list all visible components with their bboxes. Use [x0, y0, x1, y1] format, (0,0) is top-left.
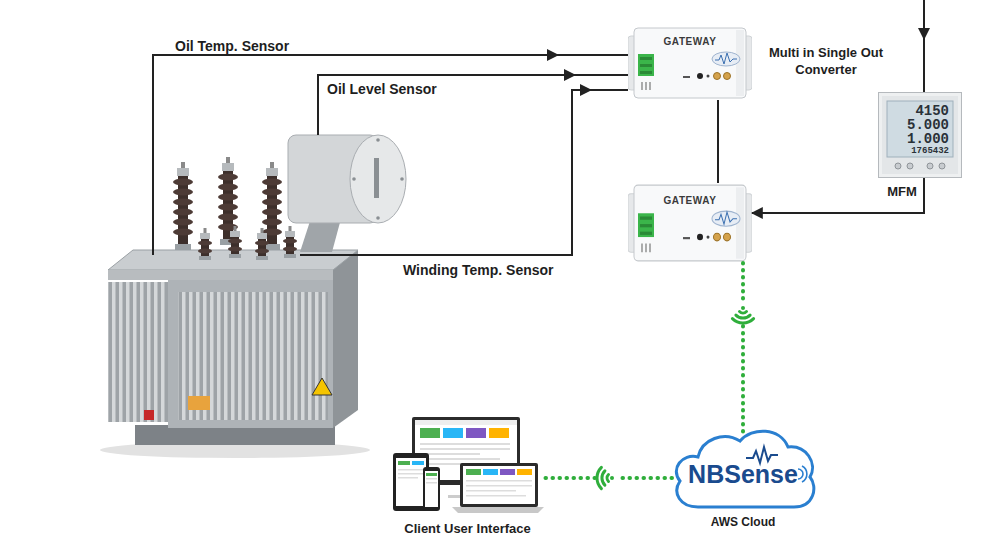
sensor-wires	[923, 0, 925, 92]
transformer-illustration	[400, 177, 404, 181]
transformer-illustration	[198, 228, 212, 260]
cloud-caption: AWS Cloud	[668, 516, 818, 528]
gateway-label: GATEWAY	[628, 196, 752, 206]
gateway-box: GATEWAY	[628, 183, 752, 263]
sensor-wires	[153, 0, 924, 255]
wireless-symbol	[596, 464, 618, 492]
bus-line	[717, 100, 719, 183]
client-devices-outline	[390, 415, 545, 515]
cloud-node: NBSenseAWS Cloud	[668, 425, 818, 513]
client-devices: Client User Interface	[390, 415, 545, 515]
meter-reading: 5.000	[886, 118, 949, 132]
client-caption: Client User Interface	[365, 522, 570, 535]
transformer-illustration	[255, 228, 269, 260]
cloud-brand: NBSense	[668, 462, 818, 487]
sensor-wires	[300, 90, 628, 255]
meter-reading: 1.000	[886, 132, 949, 146]
wireless-symbol	[597, 467, 601, 488]
wire-arrowheads	[547, 49, 559, 61]
transformer-illustration	[168, 268, 333, 428]
meter-reading: 4150	[886, 104, 949, 118]
transformer-illustration	[352, 177, 356, 181]
transformer-illustration	[108, 270, 333, 280]
wireless-symbol	[602, 471, 605, 485]
sensor-wires	[318, 75, 628, 135]
gateway-box: GATEWAYMulti in Single Out Converter	[628, 26, 752, 100]
transformer-illustration	[228, 226, 242, 258]
gateway-label: GATEWAY	[628, 37, 752, 47]
wire-arrowheads	[918, 28, 930, 40]
transformer-illustration	[100, 135, 406, 458]
wireless-symbol	[596, 464, 618, 492]
transformer-illustration	[376, 138, 380, 142]
energy-meter-outline	[879, 93, 962, 178]
transformer-illustration	[108, 282, 168, 422]
gateway-box-outline	[628, 28, 752, 98]
wireless-link	[741, 263, 745, 438]
wireless-symbol	[610, 476, 614, 480]
transformer-illustration	[283, 226, 297, 258]
converter-heading: Multi in Single Out Converter	[760, 45, 892, 79]
transformer-illustration	[333, 250, 358, 428]
wireless-symbol	[728, 302, 758, 323]
transformer-illustration	[374, 158, 379, 198]
client-devices-outline	[393, 417, 544, 513]
transformer-illustration	[376, 216, 380, 220]
gateway-box-outline	[628, 183, 752, 263]
gateway-box-outline	[628, 185, 752, 261]
transformer-illustration	[188, 396, 210, 410]
wireless-symbol	[728, 302, 758, 323]
wireless-symbol	[607, 475, 608, 482]
transformer-illustration	[173, 162, 193, 250]
wire-arrowheads	[580, 84, 592, 96]
meter-reading: 1765432	[886, 147, 949, 156]
wireless-symbol	[732, 319, 753, 323]
meter-line	[752, 178, 924, 213]
transformer-illustration	[144, 410, 154, 420]
meter-caption: MFM	[882, 185, 922, 198]
wireless-symbol	[741, 306, 745, 310]
wireless-link	[545, 476, 672, 480]
sensor-wires	[153, 55, 628, 255]
energy-meter: 41505.0001.0001765432MFM	[878, 92, 962, 178]
transformer-illustration	[178, 292, 328, 420]
transformer-illustration	[350, 135, 406, 223]
wireless-symbol	[736, 315, 750, 318]
sensor-label: Winding Temp. Sensor	[403, 262, 554, 278]
wireless-symbol	[740, 312, 747, 313]
transformer-illustration	[312, 378, 332, 395]
sensor-label: Oil Level Sensor	[327, 81, 437, 97]
wire-arrowheads	[564, 69, 576, 81]
sensor-label: Oil Temp. Sensor	[175, 38, 289, 54]
